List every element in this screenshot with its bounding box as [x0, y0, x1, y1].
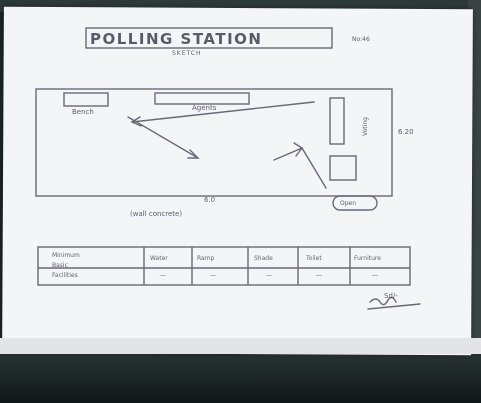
table-header-label: Minimum: [52, 252, 80, 259]
title-box: [85, 27, 333, 49]
arrow-line-4: [273, 147, 303, 161]
paper-lower-edge: [0, 338, 481, 354]
sketch-subtitle: SKETCH: [172, 50, 202, 57]
table-surface: [0, 352, 481, 403]
arrow-line-2: [131, 101, 315, 123]
facilities-table: [37, 246, 411, 286]
door-open-oval: [332, 195, 378, 211]
agents-label: Agents: [192, 104, 217, 112]
table-value-toilet: —: [316, 272, 322, 279]
table-col-toilet: Toilet: [306, 255, 322, 262]
arrow-head-3: [293, 142, 304, 157]
arrow-line-3: [301, 147, 327, 189]
compartment-box: [329, 97, 345, 145]
table-value-water: —: [160, 272, 166, 279]
table-row-label-1: Basic: [52, 262, 68, 269]
table-col-water: Water: [150, 255, 168, 262]
arrow-head-2: [130, 116, 142, 127]
room-outline: [35, 88, 393, 197]
table-col-shade: Shade: [254, 255, 273, 262]
signature-text: Sd/-: [384, 292, 398, 300]
agents-box: [154, 92, 250, 105]
bench-label: Bench: [72, 108, 94, 116]
arrow-head-1: [187, 149, 200, 159]
ballot-box-square: [329, 155, 357, 181]
signature-scribble: [369, 296, 397, 306]
side-dimension: 6.20: [398, 128, 414, 136]
door-label: Open: [340, 200, 357, 207]
table-value-shade: —: [266, 272, 272, 279]
table-row-label-2: Facilities: [52, 272, 78, 279]
wall-note: (wall concrete): [130, 210, 183, 218]
compartment-label: Voting: [362, 117, 369, 136]
bottom-dimension: 6.0: [204, 196, 216, 204]
table-col-furniture: Furniture: [354, 255, 381, 262]
station-number: No:46: [352, 36, 370, 43]
table-col-ramp: Ramp: [197, 255, 215, 262]
arrow-line-1: [127, 116, 199, 159]
table-value-ramp: —: [210, 272, 216, 279]
sketch-title: POLLING STATION: [90, 30, 263, 48]
bench-box: [63, 92, 109, 107]
table-value-furniture: —: [372, 272, 378, 279]
